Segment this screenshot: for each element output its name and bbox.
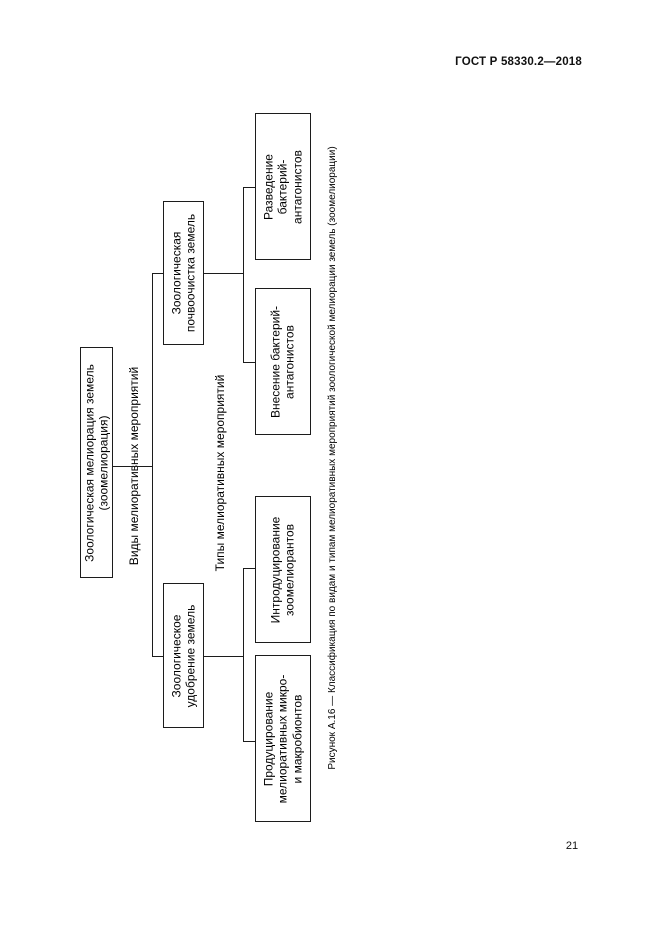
node-breeding-antagonist-bacteria: Разведение бактерий- антагонистов — [255, 113, 311, 260]
node-applying-antagonist-bacteria: Внесение бактерий- антагонистов — [255, 288, 311, 435]
connector-to-type3 — [243, 568, 256, 569]
connector-to-type1 — [243, 187, 256, 188]
figure-caption: Рисунок А.16 — Классификация по видам и … — [320, 138, 345, 778]
connector-root-to-trunk — [112, 466, 153, 467]
node-label: Разведение бактерий- антагонистов — [261, 149, 305, 224]
connector-kinds-trunk — [152, 273, 153, 657]
node-label: Зоологическая почвоочистка земель — [169, 213, 198, 333]
standard-reference-header: ГОСТ Р 58330.2—2018 — [455, 56, 582, 68]
node-label: Внесение бактерий- антагонистов — [268, 305, 297, 418]
connector-kind2-to-types — [203, 656, 244, 657]
node-soil-cleaning: Зоологическая почвоочистка земель — [163, 201, 204, 345]
connector-trunk-to-kind2 — [152, 656, 164, 657]
connector-trunk-to-kind1 — [152, 273, 164, 274]
connector-types-trunk-lower — [243, 568, 244, 742]
node-soil-fertilization: Зоологическое удобрение земель — [163, 583, 204, 728]
node-label: Интродуцирование зоомелиорантов — [268, 516, 297, 623]
connector-types-trunk-upper — [243, 187, 244, 363]
types-axis-label: Типы мелиоративных мероприятий — [208, 358, 232, 588]
connector-to-type4 — [243, 741, 256, 742]
node-label: Продуцирование мелиоративных микро- и ма… — [261, 674, 305, 803]
connector-to-type2 — [243, 362, 256, 363]
node-introduction-zoomeliorants: Интродуцирование зоомелиорантов — [255, 496, 311, 643]
node-producing-micro-macrobionts: Продуцирование мелиоративных микро- и ма… — [255, 655, 311, 822]
node-zoological-melioration: Зоологическая мелиорация земель (зоомели… — [80, 347, 113, 578]
node-label: Зоологическое удобрение земель — [169, 604, 198, 707]
types-axis-label-text: Типы мелиоративных мероприятий — [212, 374, 227, 572]
node-label: Зоологическая мелиорация земель (зоомели… — [82, 363, 111, 562]
connector-kind1-to-types — [203, 273, 244, 274]
figure-caption-text: Рисунок А.16 — Классификация по видам и … — [326, 146, 338, 770]
page-number: 21 — [565, 840, 579, 852]
